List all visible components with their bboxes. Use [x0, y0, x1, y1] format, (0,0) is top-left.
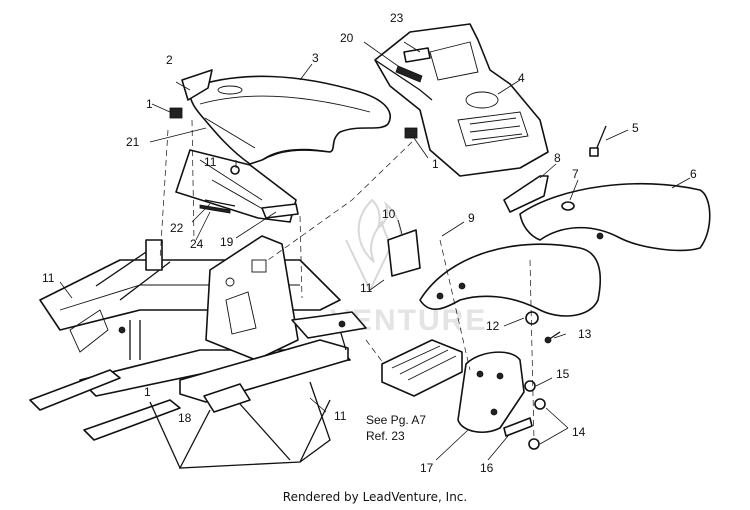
callout-18: 18: [178, 411, 192, 425]
callout-11-upper: 11: [204, 155, 217, 169]
part-19-rail: [261, 203, 299, 219]
callout-12: 12: [486, 319, 500, 333]
callout-3: 3: [312, 51, 319, 65]
part-2-front-tab: [181, 69, 213, 101]
callout-23: 23: [390, 11, 404, 25]
part-17-mud-flap: [457, 351, 525, 433]
callout-8: 8: [554, 151, 561, 165]
part-1-grommet-right: [404, 127, 418, 139]
part-3-side-panel: [188, 75, 391, 165]
part-22-splash-guard: [175, 149, 297, 223]
callout-24: 24: [190, 237, 204, 251]
callout-15: 15: [556, 367, 570, 381]
part-6-rear-fender: [519, 182, 711, 254]
leader-lines: [59, 41, 691, 461]
callout-1-center: 1: [432, 157, 439, 171]
part-20-bracket: [395, 65, 423, 83]
callout-1-upper-left: 1: [146, 97, 153, 111]
tool-tray: [381, 339, 463, 397]
part-15-washer: [524, 380, 536, 392]
callout-13: 13: [578, 327, 592, 341]
callout-22: 22: [170, 221, 184, 235]
part-1-grommet-left: [169, 107, 183, 119]
part-23-lens: [403, 47, 431, 63]
part-11-screw-upper: [230, 165, 240, 175]
part-4-headlight-pod: [374, 23, 549, 177]
part-14-nut-lower: [528, 438, 540, 450]
callout-1-frame: 1: [144, 385, 151, 399]
part-8-flap: [503, 175, 549, 213]
callout-14: 14: [572, 425, 586, 439]
callout-7: 7: [572, 167, 579, 181]
footer-credit: Rendered by LeadVenture, Inc.: [282, 490, 468, 504]
callout-2: 2: [166, 53, 173, 67]
callout-9: 9: [468, 211, 475, 225]
callout-11-lower: 11: [334, 409, 347, 423]
part-12-washer: [525, 311, 539, 325]
callout-21: 21: [126, 135, 140, 149]
callout-20: 20: [340, 31, 354, 45]
callout-16: 16: [480, 461, 494, 475]
alignment-lines: [159, 119, 535, 441]
callout-17: 17: [420, 461, 434, 475]
callout-19: 19: [220, 235, 234, 249]
callout-labels: 1 1 1 2 3 4 5 6 7 8 9 10 11 11 11 11 12 …: [42, 11, 697, 475]
see-page-note: See Pg. A7: [366, 413, 426, 427]
callout-6: 6: [690, 167, 697, 181]
ref-note: Ref. 23: [366, 429, 405, 443]
callout-10: 10: [382, 207, 396, 221]
callout-11-center: 11: [360, 281, 373, 295]
part-5-antenna: [589, 125, 607, 157]
part-14-nut-upper: [534, 398, 546, 410]
callout-5: 5: [632, 121, 639, 135]
part-9-front-fender: [419, 243, 602, 317]
part-16-bracket: [503, 417, 533, 437]
callout-11-left: 11: [42, 271, 55, 285]
callout-4: 4: [518, 71, 525, 85]
part-10-panel: [387, 229, 421, 277]
frame-chassis: [29, 235, 367, 469]
